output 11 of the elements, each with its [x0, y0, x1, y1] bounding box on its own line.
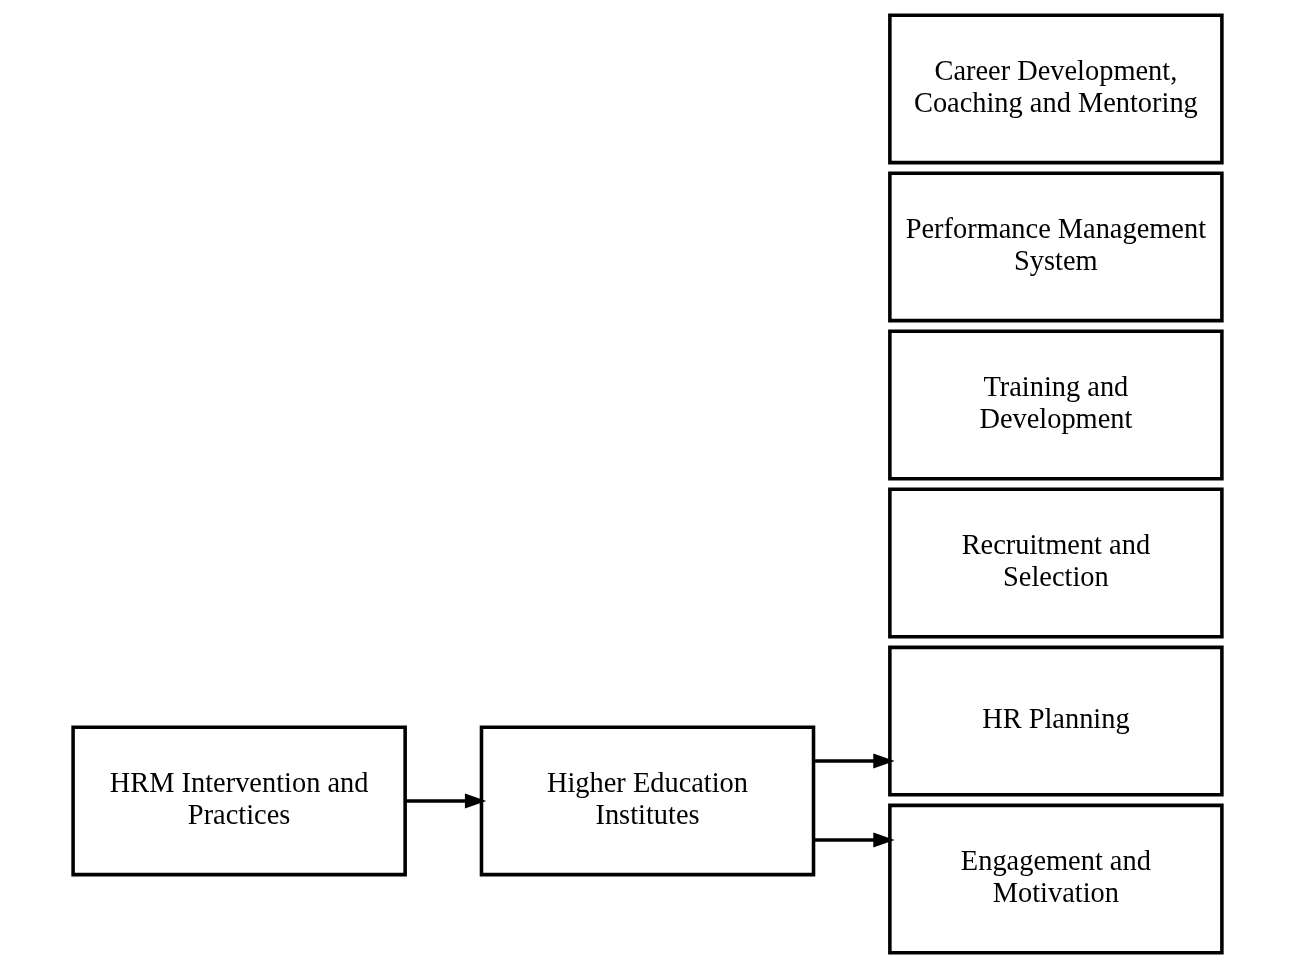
- node-box: Recruitment and Selection: [887, 487, 1224, 639]
- node-box: Higher Education Institutes: [479, 725, 815, 877]
- arrow: [404, 793, 486, 809]
- node-box: HR Planning: [887, 645, 1224, 797]
- arrow: [813, 832, 895, 848]
- node-box: Career Development, Coaching and Mentoring: [887, 13, 1224, 165]
- arrow: [813, 753, 895, 769]
- node-box: Performance Management System: [887, 171, 1224, 323]
- node-box: Training and Development: [887, 329, 1224, 481]
- node-box: HRM Intervention and Practices: [70, 725, 407, 877]
- node-box: Engagement and Motivation: [887, 803, 1224, 955]
